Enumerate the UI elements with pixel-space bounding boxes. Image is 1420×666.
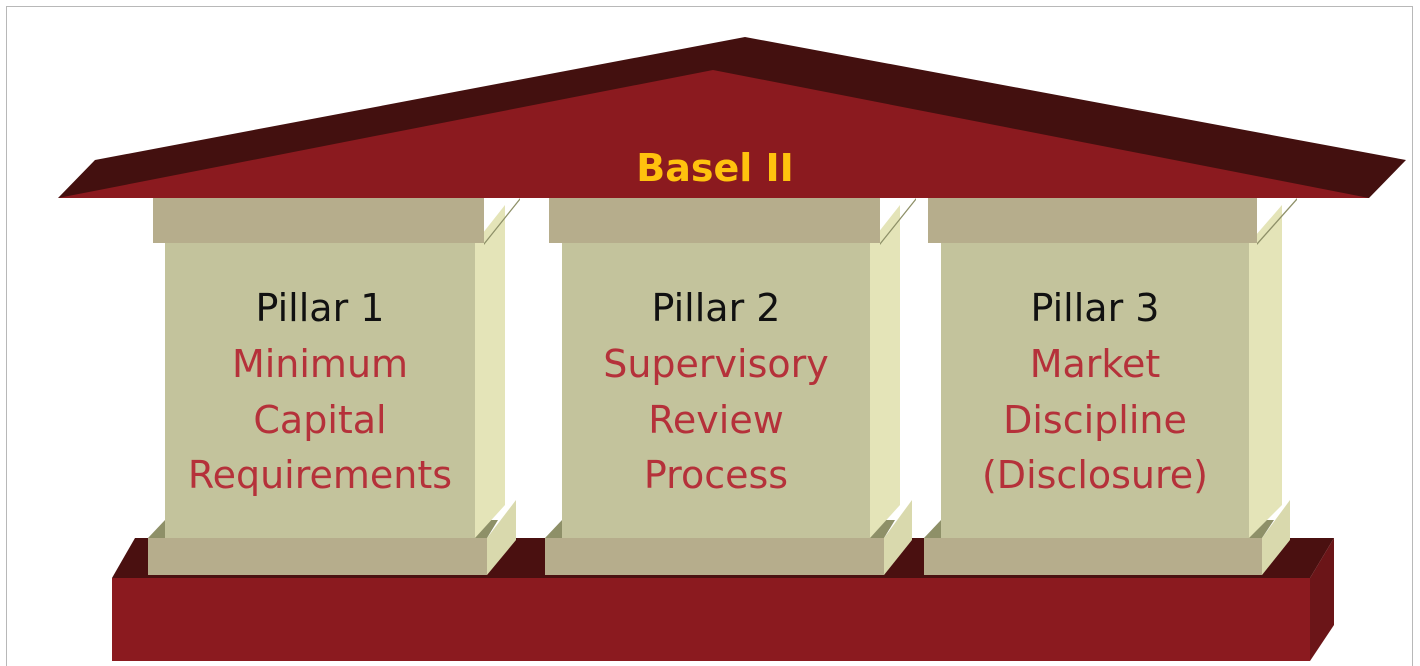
pillar-2-plinth-side xyxy=(884,500,912,575)
pillar-3-shape xyxy=(924,198,1297,575)
pillar-2-shaft xyxy=(562,243,870,538)
pillar-2-line-2: Review xyxy=(648,398,784,442)
pillar-3-plinth-side xyxy=(1262,500,1290,575)
diagram-title: Basel II xyxy=(636,146,794,190)
pillar-1-line-2: Capital xyxy=(253,398,387,442)
pillar-1-shaft-side xyxy=(475,205,505,538)
pillar-3-line-1: Market xyxy=(1029,342,1161,386)
pillar-1-line-3: Requirements xyxy=(187,453,453,497)
diagram-frame xyxy=(6,6,1413,666)
pillar-1-capital-side xyxy=(484,198,520,245)
pillar-2-capital xyxy=(549,198,880,243)
pillar-2-plinth xyxy=(545,538,884,575)
pillar-1-plinth xyxy=(148,538,487,575)
base-side-face xyxy=(1310,538,1334,661)
pillar-3-line-3: (Disclosure) xyxy=(981,453,1208,497)
pillar-3-shaft xyxy=(941,243,1249,538)
roof-front-face xyxy=(58,70,1369,198)
pillar-1-title: Pillar 1 xyxy=(255,286,385,330)
base-front-face xyxy=(112,578,1310,661)
pillar-1-shape xyxy=(148,198,520,575)
pillar-1-capital xyxy=(153,198,484,243)
pillar-1-line-1: Minimum xyxy=(231,342,409,386)
pillar-2-title: Pillar 2 xyxy=(651,286,781,330)
pillar-2-shape xyxy=(545,198,916,575)
pillar-2-capital-side xyxy=(880,198,916,245)
pillar-3-shaft-side xyxy=(1249,205,1282,538)
pillar-3-plinth xyxy=(924,538,1262,575)
pillar-2-line-1: Supervisory xyxy=(603,342,829,386)
pillar-1-shaft xyxy=(165,243,475,538)
pillar-3-line-2: Discipline xyxy=(1003,398,1187,442)
pillar-2-line-3: Process xyxy=(643,453,789,497)
pillar-3-capital-side xyxy=(1257,198,1297,245)
pillar-1-plinth-side xyxy=(487,500,516,575)
roof xyxy=(58,37,1406,198)
pillar-3-capital xyxy=(928,198,1257,243)
pillar-3-title: Pillar 3 xyxy=(1030,286,1160,330)
pillar-2-shaft-side xyxy=(870,205,900,538)
